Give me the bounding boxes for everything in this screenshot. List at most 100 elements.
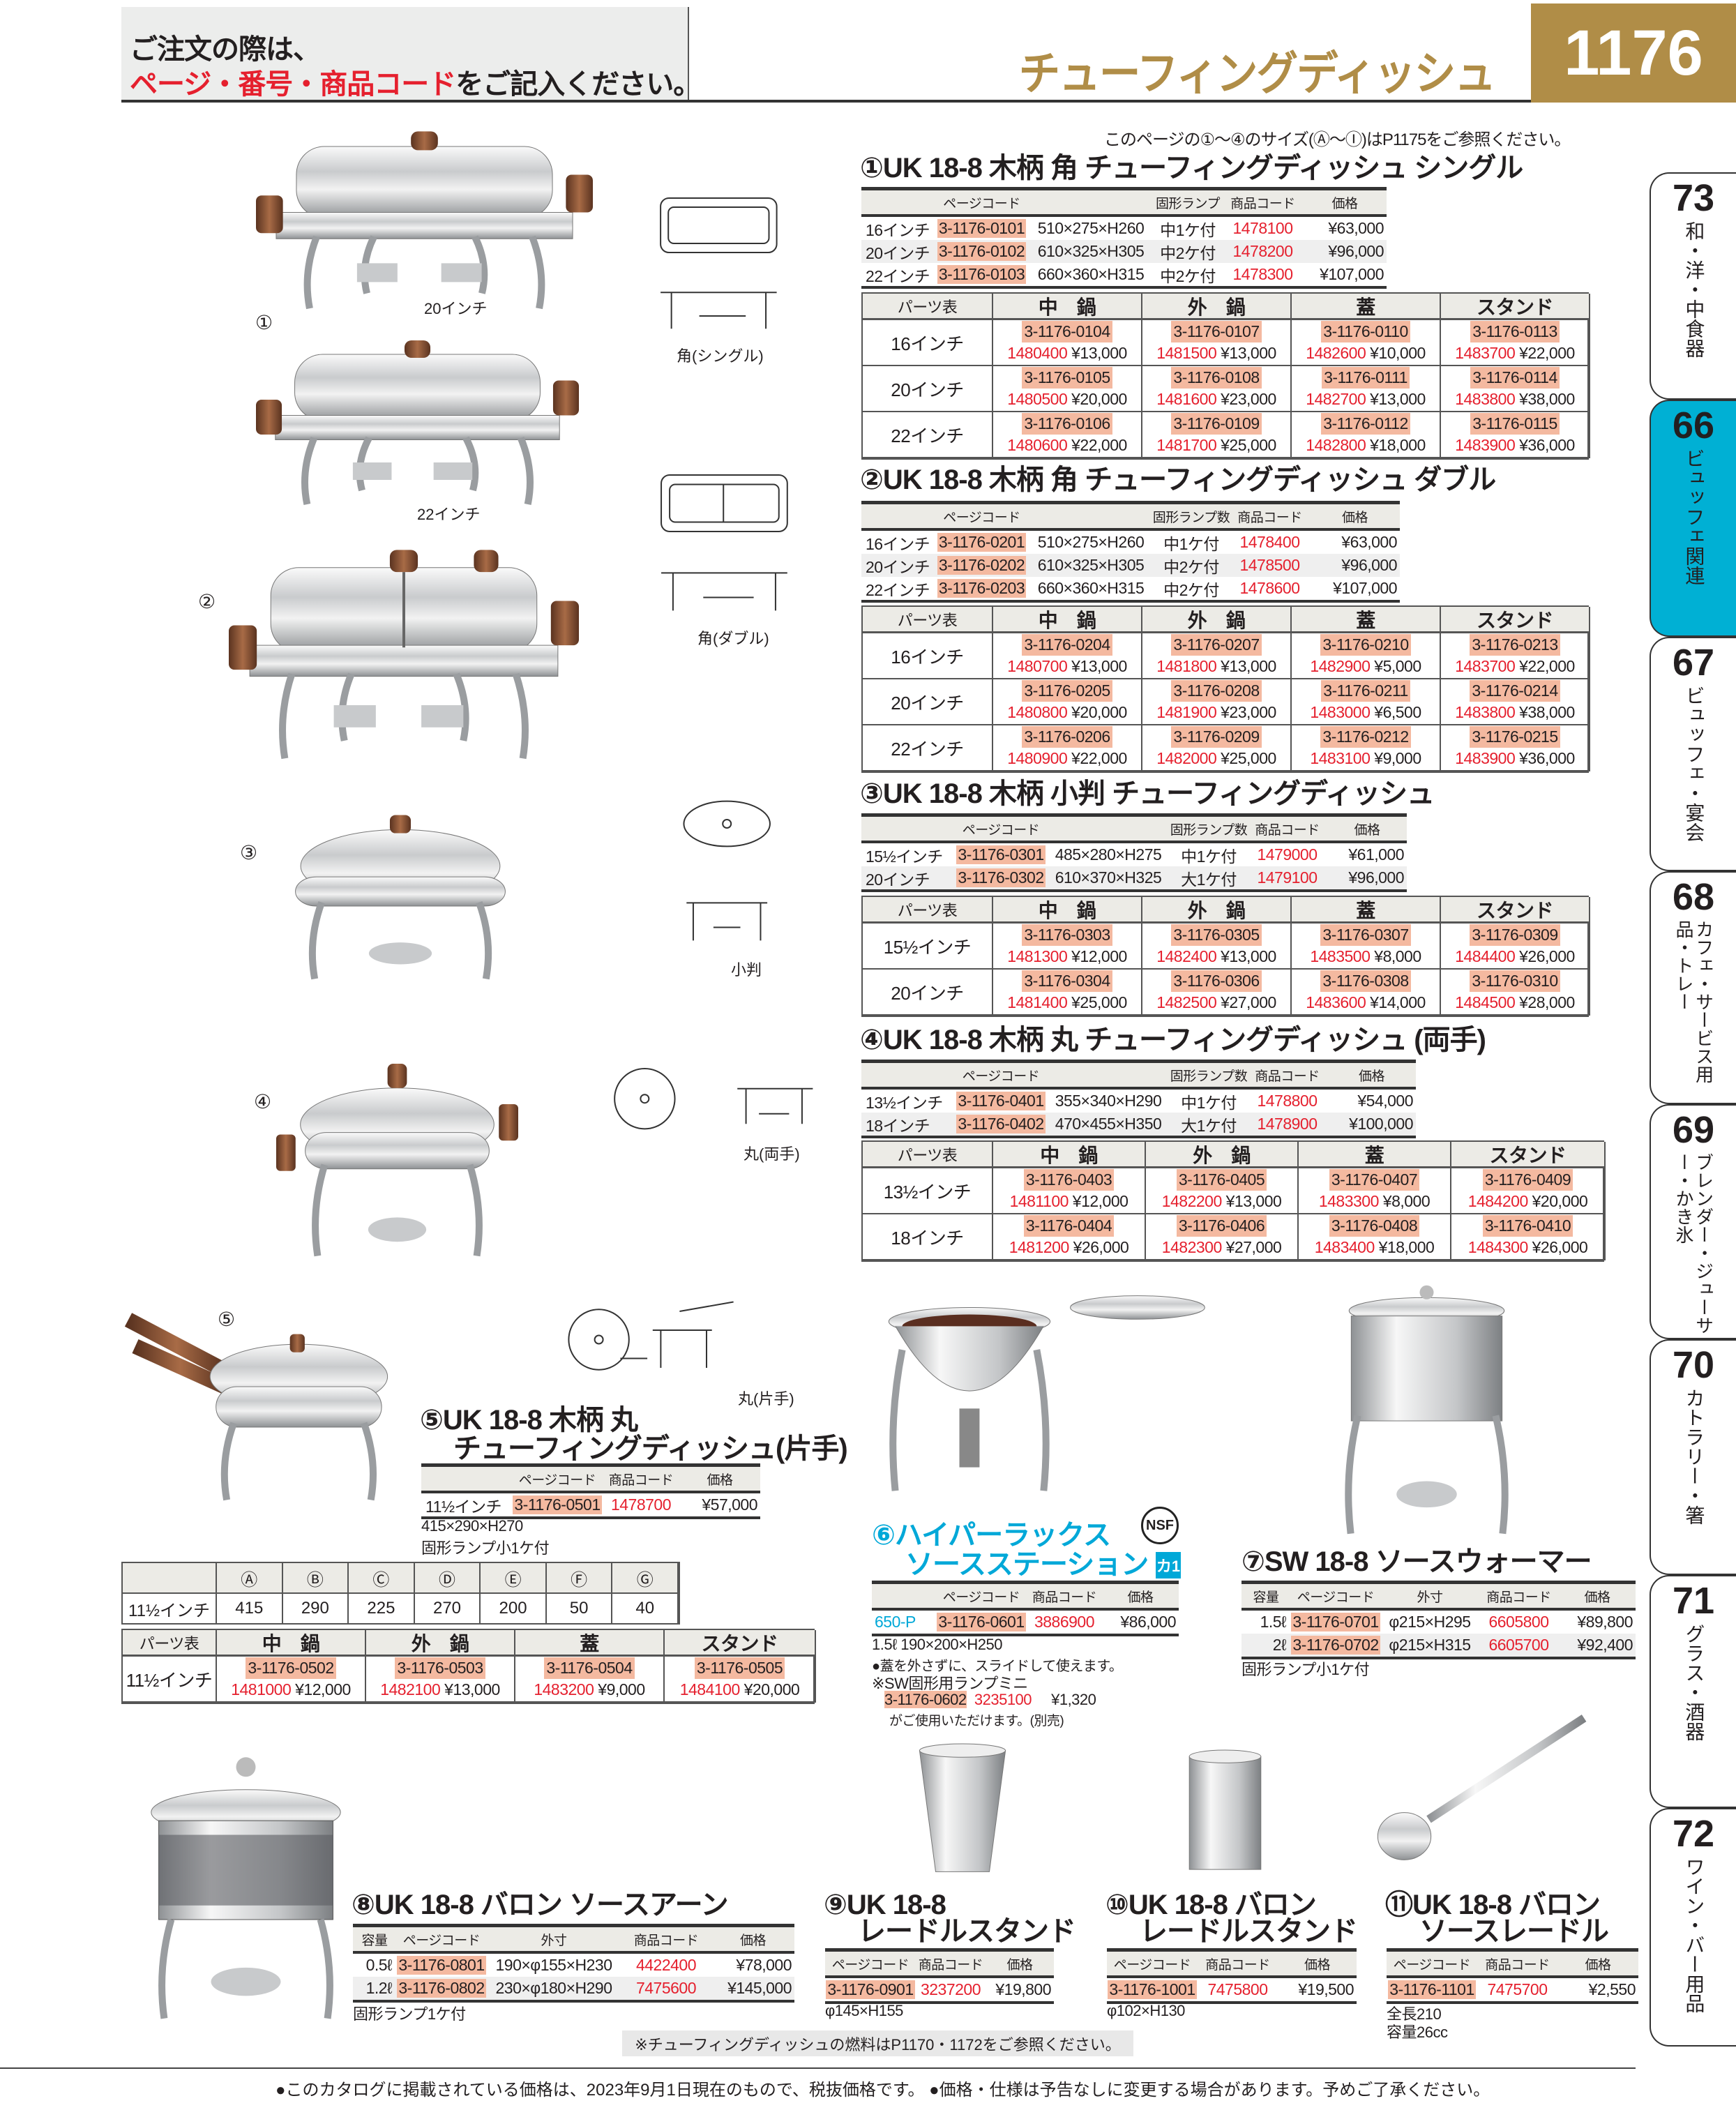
code-cell: 3-1176-0203 xyxy=(935,577,1029,600)
column-header: 価格 xyxy=(1559,1584,1636,1611)
tab-label: 和・洋・中食器 xyxy=(1683,221,1705,358)
price: ¥26,000 xyxy=(1532,1238,1588,1256)
item-price-line: 1482000 ¥25,000 xyxy=(1156,748,1276,769)
page-code: 3-1176-0408 xyxy=(1329,1215,1420,1237)
size-cell: 16インチ xyxy=(866,220,930,239)
item-price-line: 1481300 ¥12,000 xyxy=(1007,946,1127,967)
code-cell: 3-1176-1001 xyxy=(1107,1978,1198,2001)
dim-cell: φ215×H295 xyxy=(1389,1613,1471,1631)
item-code: 1482000 xyxy=(1156,749,1217,767)
lamp-cell: 中2ケ付 xyxy=(1153,554,1230,577)
section-10-title-line1: ⑩UK 18-8 バロン xyxy=(1105,1890,1317,1920)
price: ¥28,000 xyxy=(1519,993,1575,1011)
page-code: 3-1176-0503 xyxy=(395,1657,485,1679)
order-notice-rest: をご記入ください。 xyxy=(455,69,701,100)
item-cell: 1478500 xyxy=(1230,554,1310,577)
code-cell: 3-1176-0402 xyxy=(956,1113,1046,1136)
page-code: 3-1176-0101 xyxy=(937,219,1027,238)
order-notice-highlight: ページ・番号・商品コード xyxy=(130,69,456,100)
parts-size: 16インチ xyxy=(863,320,993,366)
diagram-label-round-two-handle: 丸(両手) xyxy=(744,1145,800,1163)
column-header: 商品コード xyxy=(916,1952,986,1978)
parts-header: 外 鍋 xyxy=(1142,294,1292,320)
item-price-line: 1481900 ¥23,000 xyxy=(1156,702,1276,723)
dimension-cell: 11½インチ xyxy=(123,1594,217,1623)
item-code: 1482900 xyxy=(1310,657,1371,675)
item-code: 1482800 xyxy=(1306,436,1366,454)
column-header: 商品コード xyxy=(603,1467,679,1493)
parts-header: スタンド xyxy=(1441,607,1590,633)
size-reference-note: このページの①～④のサイズ(Ⓐ～Ⓘ)はP1175をご参照ください。 xyxy=(1104,130,1571,149)
product-photo-sauce-ladle xyxy=(1377,1715,1587,1860)
item-price-line: 1483100 ¥9,000 xyxy=(1310,748,1421,769)
item-code: 1483500 xyxy=(1310,947,1371,965)
item-code: 1483900 xyxy=(1455,749,1516,767)
price: ¥13,000 xyxy=(444,1680,500,1698)
page-code: 3-1176-0306 xyxy=(1171,970,1262,992)
dim-cell: 485×280×H275 xyxy=(1055,845,1162,864)
item-code: 1483700 xyxy=(1455,344,1516,362)
dimension-header: Ⓐ xyxy=(217,1563,283,1594)
page-code: 3-1176-0209 xyxy=(1171,726,1262,748)
price: ¥18,000 xyxy=(1370,436,1426,454)
parts-header: パーツ表 xyxy=(863,607,993,633)
diagram-round-one-handle xyxy=(568,1301,734,1371)
page-code: 3-1176-0215 xyxy=(1470,726,1560,748)
page-code: 3-1176-0308 xyxy=(1320,970,1411,992)
column-header: 外寸 xyxy=(1381,1584,1479,1611)
parts-header: スタンド xyxy=(1451,1142,1606,1168)
section-5-lamp-note: 固形ランプ小1ケ付 xyxy=(421,1539,550,1557)
page-code: 3-1176-0105 xyxy=(1022,367,1112,389)
fuel-reference-note: ※チューフィングディッシュの燃料はP1170・1172をご参照ください。 xyxy=(622,2030,1133,2056)
price: ¥26,000 xyxy=(1519,947,1575,965)
item-code: 1483000 xyxy=(1310,703,1371,721)
price: ¥23,000 xyxy=(1221,703,1276,721)
page-code: 3-1176-0404 xyxy=(1023,1215,1115,1237)
photo-label-2: ② xyxy=(198,591,216,612)
page-code: 3-1176-0210 xyxy=(1320,634,1411,656)
parts-header: 外 鍋 xyxy=(1142,897,1292,924)
size-cell: 20インチ xyxy=(861,554,935,577)
item-price-line: 1482300 ¥27,000 xyxy=(1162,1237,1282,1258)
page-code: 3-1176-0303 xyxy=(1022,924,1112,946)
lamp-cell: 中1ケ付 xyxy=(1163,534,1219,553)
column-header xyxy=(861,817,956,843)
item-cell: 1478100 xyxy=(1232,219,1293,237)
page-code: 3-1176-0701 xyxy=(1291,1613,1380,1632)
page-code: 3-1176-0112 xyxy=(1321,413,1410,435)
item-code: 1481400 xyxy=(1007,993,1068,1011)
tab-number: 68 xyxy=(1672,876,1715,918)
price-cell: ¥63,000 xyxy=(1341,533,1397,551)
code-cell: 3-1176-0201 xyxy=(935,531,1029,554)
price: ¥13,000 xyxy=(1071,344,1127,362)
tab-number: 73 xyxy=(1672,177,1715,219)
column-header: ページコード xyxy=(1290,1584,1381,1611)
parts-size: 18インチ xyxy=(863,1214,993,1260)
price-cell: ¥2,550 xyxy=(1588,1980,1636,1998)
item-price-line: 1480400 ¥13,000 xyxy=(1007,342,1127,364)
price: ¥9,000 xyxy=(1374,749,1421,767)
page-code: 3-1176-0405 xyxy=(1176,1169,1267,1191)
price: ¥20,000 xyxy=(1071,390,1127,408)
code-cell: 3-1176-0401 xyxy=(956,1090,1046,1113)
